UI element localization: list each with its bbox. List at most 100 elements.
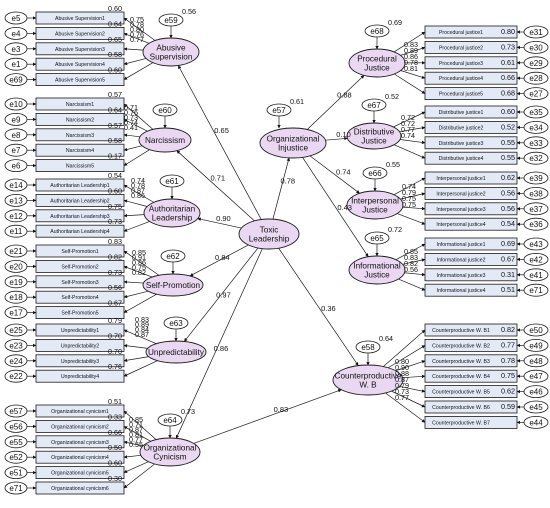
error-label: e11 — [10, 227, 23, 236]
factor-loading: 0.76 — [130, 30, 144, 39]
error-label: e51 — [9, 469, 23, 478]
loading-arrow — [399, 386, 426, 393]
factor-loading: 0.79 — [402, 188, 416, 197]
error-term — [4, 481, 28, 495]
indicator-label: Self-Promotion5 — [61, 311, 98, 317]
error-label: e13 — [9, 196, 23, 205]
observed-indicator — [35, 450, 125, 464]
observed-indicator — [35, 11, 125, 25]
indicator-r-squared: 0.67 — [108, 299, 122, 308]
path-arrow — [177, 65, 262, 220]
error-label: e49 — [529, 341, 543, 350]
observed-indicator — [424, 385, 518, 399]
disturbance-term — [364, 24, 390, 38]
indicator-label: Unpredictability3 — [61, 359, 99, 365]
indicator-r-squared: 0.60 — [108, 4, 122, 13]
loading-arrow — [123, 145, 143, 152]
error-term — [4, 244, 28, 258]
loading-arrow — [123, 463, 155, 489]
disturbance-label: e61 — [165, 177, 179, 186]
indicator-r-squared: 0.60 — [108, 459, 122, 468]
error-term — [523, 217, 549, 231]
latent-name: Cynicism — [153, 453, 186, 462]
error-term — [4, 323, 28, 337]
path-arrow — [302, 157, 369, 257]
loading-arrow — [123, 329, 157, 345]
factor-loading: 0.73 — [124, 113, 138, 122]
error-term — [4, 57, 28, 71]
observed-indicator — [35, 73, 125, 86]
factor-loading: 0.89 — [135, 320, 149, 329]
error-term — [4, 143, 28, 157]
indicator-r-squared: 0.54 — [108, 171, 122, 180]
error-term — [4, 42, 28, 56]
error-term — [4, 450, 28, 464]
factor-loading: 0.87 — [129, 425, 143, 434]
indicator-label: Narcissism4 — [66, 148, 94, 154]
error-term — [4, 97, 28, 111]
indicator-label: Abusive Supervision2 — [55, 31, 105, 37]
loading-arrow — [123, 213, 145, 218]
indicator-r-squared: 0.58 — [108, 50, 122, 59]
error-term — [4, 73, 28, 86]
indicator-label: Counterproductive W. B3 — [432, 359, 490, 365]
path-arrow — [189, 244, 249, 277]
indicator-r-squared: 0.68 — [501, 89, 515, 98]
observed-indicator — [35, 275, 125, 289]
observed-indicator — [35, 178, 125, 192]
disturbance-term — [163, 316, 189, 330]
observed-indicator — [35, 57, 125, 71]
loading-arrow — [123, 280, 144, 284]
observed-indicator — [424, 369, 518, 383]
loading-arrow — [398, 278, 426, 291]
indicator-label: Narcissism1 — [66, 102, 94, 108]
disturbance-label: e64 — [163, 416, 177, 425]
indicator-label: Self-Promotion2 — [61, 264, 98, 270]
indicator-label: Organizational cynicism2 — [51, 424, 109, 430]
path-arrow — [197, 217, 242, 229]
error-label: e12 — [9, 212, 23, 221]
indicator-r-squared: 0.67 — [501, 254, 515, 263]
indicator-r-squared: 0.70 — [108, 347, 122, 356]
indicator-r-squared: 0.30 — [108, 474, 122, 483]
error-term — [523, 186, 549, 200]
indicator-r-squared: 0.64 — [108, 105, 122, 114]
observed-indicator — [424, 25, 518, 39]
observed-indicator — [35, 435, 125, 449]
indicator-r-squared: 0.83 — [108, 237, 122, 246]
loading-arrow — [123, 360, 158, 377]
latent-name: Informational — [353, 262, 401, 271]
error-term — [523, 283, 549, 297]
indicator-r-squared: 0.79 — [108, 316, 122, 325]
latent-variable-narc — [138, 127, 192, 153]
observed-indicator — [424, 202, 518, 216]
indicator-r-squared: 0.50 — [108, 443, 122, 452]
observed-indicator — [424, 338, 518, 352]
observed-indicator — [35, 259, 125, 273]
latent-name: Justice — [362, 206, 388, 215]
loading-arrow — [123, 133, 140, 138]
error-term — [523, 323, 549, 337]
latent-name: Supervision — [150, 53, 193, 62]
path-coefficient: 0.74 — [336, 167, 351, 176]
factor-loading: 0.87 — [395, 375, 409, 384]
indicator-label: Counterproductive W. B1 — [432, 328, 490, 334]
error-label: e29 — [529, 59, 543, 68]
observed-indicator — [424, 186, 518, 200]
indicator-r-squared: 0.58 — [108, 136, 122, 145]
error-label: e19 — [9, 278, 23, 287]
error-label: e8 — [12, 131, 21, 140]
factor-loading: 0.80 — [395, 357, 409, 366]
loading-arrow — [123, 426, 151, 442]
observed-indicator — [424, 283, 518, 297]
indicator-label: Distributive justice4 — [439, 156, 484, 162]
latent-name: Distributive — [354, 128, 395, 137]
indicator-r-squared: 0.73 — [108, 268, 122, 277]
error-term — [4, 275, 28, 289]
indicator-label: Counterproductive W. B5 — [432, 390, 490, 396]
error-term — [4, 259, 28, 273]
observed-indicator — [35, 26, 125, 40]
error-label: e33 — [529, 139, 543, 148]
indicator-label: Interpersonal justice3 — [436, 207, 485, 213]
